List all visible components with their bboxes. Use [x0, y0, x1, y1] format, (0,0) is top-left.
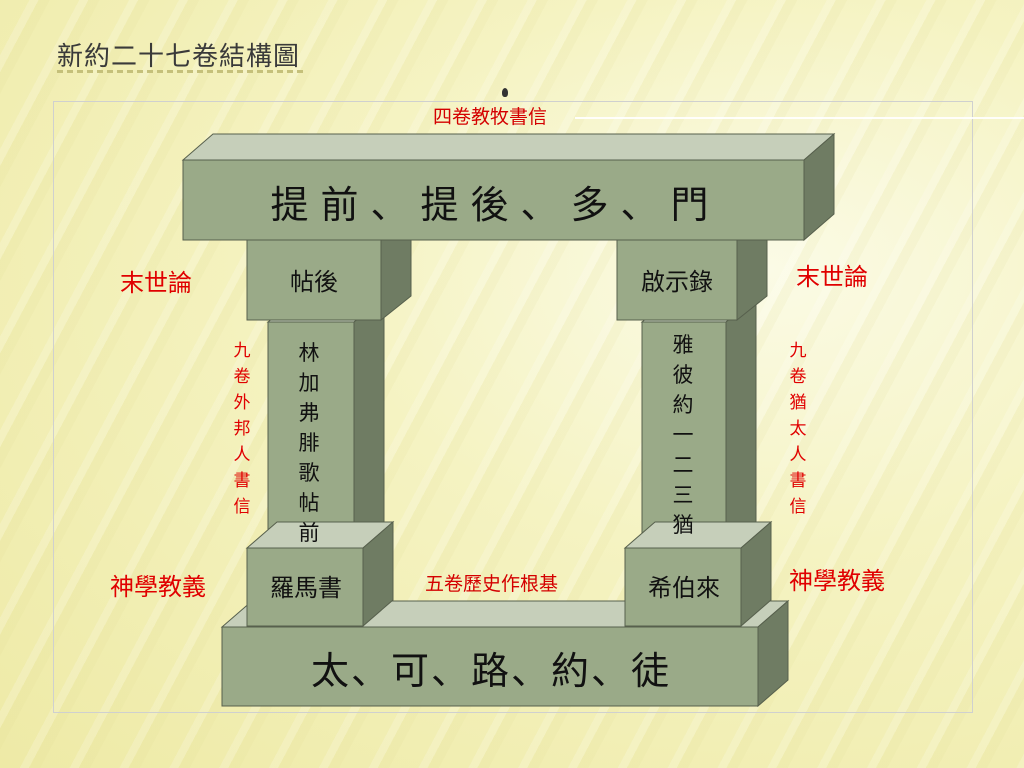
content-frame: [53, 101, 973, 713]
label-history-foundation: 五卷歷史作根基: [425, 573, 559, 595]
decor-line: [575, 117, 1024, 119]
lintel-top: [181, 133, 836, 161]
right-column-text: 雅彼約一二三猶: [672, 333, 694, 537]
lintel-front: [182, 159, 805, 241]
bullet-dot: [502, 88, 508, 97]
base-front: [221, 626, 759, 707]
lintel: [181, 132, 836, 242]
left-column-text: 林加弗腓歌帖前: [298, 341, 320, 545]
right-capital-text: 啟示錄: [641, 268, 713, 296]
right-capital-front: [616, 239, 738, 321]
label-eschatology-right: 末世論: [796, 263, 868, 291]
label-theology-left: 神學教義: [110, 573, 206, 601]
label-jewish-epistles: 九卷猶太人書信: [789, 341, 807, 517]
right-pedestal-front: [624, 547, 742, 627]
label-gentile-epistles: 九卷外邦人書信: [233, 341, 251, 517]
label-eschatology-left: 末世論: [120, 269, 192, 297]
right-pedestal-text: 希伯來: [648, 574, 720, 602]
left-pedestal-text: 羅馬書: [270, 574, 342, 602]
lintel-text: 提前、提後、多、門: [270, 183, 721, 227]
label-theology-right: 神學教義: [789, 567, 885, 595]
page-title: 新約二十七卷結構圖: [57, 42, 301, 72]
title-underline: [57, 70, 307, 73]
pedestals: [245, 520, 773, 628]
base-text: 太、可、路、約、徒: [310, 649, 671, 693]
left-capital-front: [246, 239, 382, 321]
label-pastoral-epistles: 四卷教牧書信: [433, 106, 548, 128]
left-capital-text: 帖後: [290, 268, 338, 296]
left-pedestal-front: [246, 547, 364, 627]
